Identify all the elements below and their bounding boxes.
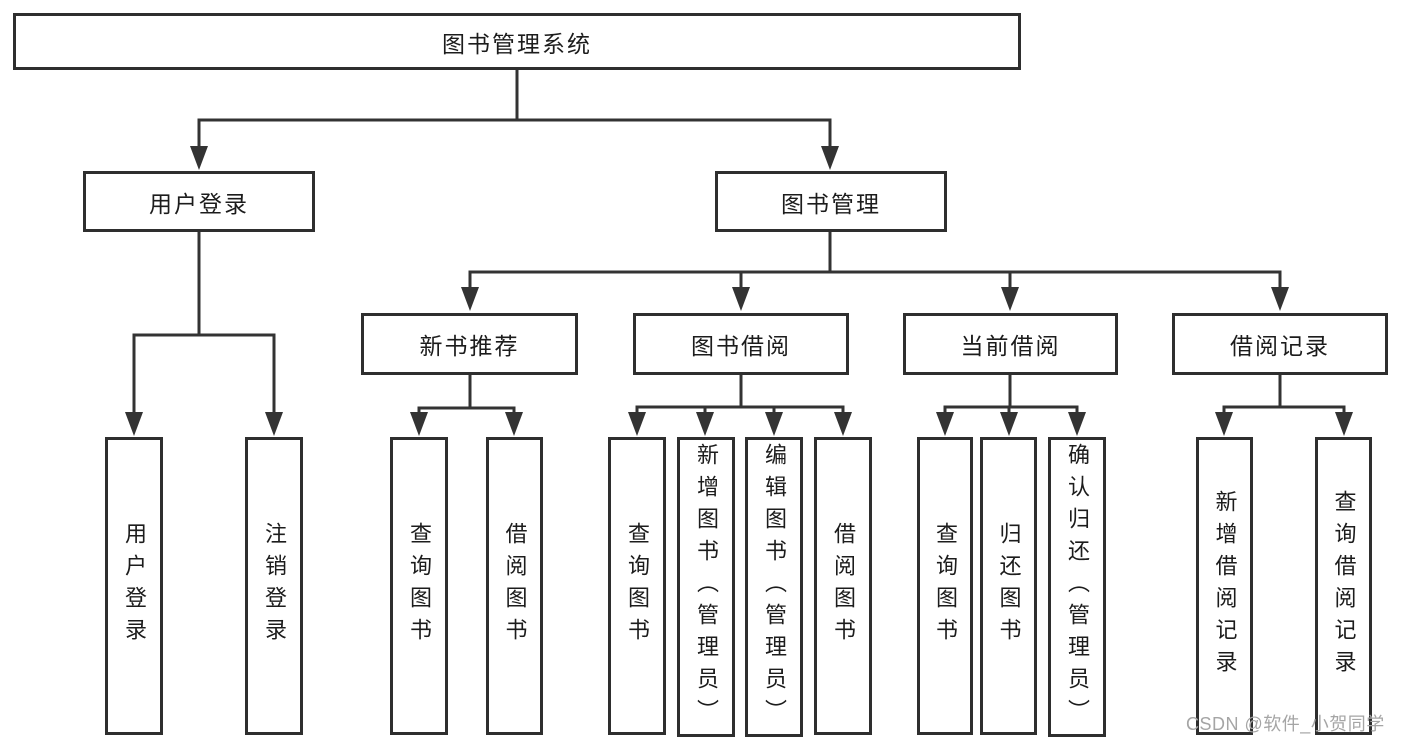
arrowhead-down: [1000, 412, 1018, 436]
node-label: 查询图书: [625, 522, 650, 650]
arrowhead-down: [936, 412, 954, 436]
node-label: 借阅记录: [1230, 333, 1330, 359]
node-current-borrowing: 当前借阅: [903, 313, 1118, 375]
leaf-borrow-books: 借阅图书: [814, 437, 872, 735]
node-label: 新增图书（管理员）: [694, 443, 719, 731]
node-label: 查询图书: [933, 522, 958, 650]
leaf-query-borrow-record: 查询借阅记录: [1315, 437, 1372, 735]
leaf-user-login: 用户登录: [105, 437, 163, 735]
leaf-borrow-books-recommend: 借阅图书: [486, 437, 543, 735]
node-label: 查询图书: [407, 522, 432, 650]
node-label: 编辑图书（管理员）: [762, 443, 787, 731]
leaf-logout: 注销登录: [245, 437, 303, 735]
arrowhead-down: [821, 146, 839, 170]
node-user-login: 用户登录: [83, 171, 315, 232]
arrowhead-down: [732, 287, 750, 311]
leaf-confirm-return-admin: 确认归还（管理员）: [1048, 437, 1106, 737]
arrowhead-down: [505, 412, 523, 436]
arrowhead-down: [1068, 412, 1086, 436]
node-label: 确认归还（管理员）: [1065, 443, 1090, 731]
node-label: 新书推荐: [419, 333, 520, 359]
node-library-management-system: 图书管理系统: [13, 13, 1021, 70]
arrowhead-down: [265, 412, 283, 436]
node-book-borrowing: 图书借阅: [633, 313, 849, 375]
arrowhead-down: [461, 287, 479, 311]
node-label: 用户登录: [149, 190, 249, 217]
arrowhead-down: [765, 412, 783, 436]
node-label: 新增借阅记录: [1212, 490, 1238, 682]
leaf-query-books-borrow: 查询图书: [608, 437, 666, 735]
node-label: 借阅图书: [831, 522, 856, 650]
node-label: 图书管理: [781, 190, 881, 217]
arrowhead-down: [628, 412, 646, 436]
node-label: 当前借阅: [960, 333, 1061, 359]
node-borrowing-records: 借阅记录: [1172, 313, 1388, 375]
arrowhead-down: [190, 146, 208, 170]
node-label: 归还图书: [996, 522, 1022, 650]
node-label: 查询借阅记录: [1331, 490, 1357, 682]
arrowhead-down: [1001, 287, 1019, 311]
node-book-management: 图书管理: [715, 171, 947, 232]
arrowhead-down: [125, 412, 143, 436]
arrowhead-down: [1271, 287, 1289, 311]
leaf-query-books-recommend: 查询图书: [390, 437, 448, 735]
arrowhead-down: [1215, 412, 1233, 436]
node-label: 注销登录: [262, 522, 287, 650]
node-label: 借阅图书: [502, 522, 528, 650]
node-label: 图书借阅: [691, 333, 791, 359]
leaf-return-books: 归还图书: [980, 437, 1037, 735]
arrowhead-down: [696, 412, 714, 436]
watermark: CSDN @软件_小贺同学: [1186, 714, 1385, 734]
node-new-book-recommendation: 新书推荐: [361, 313, 578, 375]
leaf-add-books-admin: 新增图书（管理员）: [677, 437, 735, 737]
node-label: 图书管理系统: [442, 30, 592, 57]
arrowhead-down: [410, 412, 428, 436]
leaf-query-books-current: 查询图书: [917, 437, 973, 735]
node-label: 用户登录: [122, 522, 147, 650]
arrowhead-down: [1335, 412, 1353, 436]
arrowhead-down: [834, 412, 852, 436]
leaf-add-borrow-record: 新增借阅记录: [1196, 437, 1253, 735]
leaf-edit-books-admin: 编辑图书（管理员）: [745, 437, 803, 737]
